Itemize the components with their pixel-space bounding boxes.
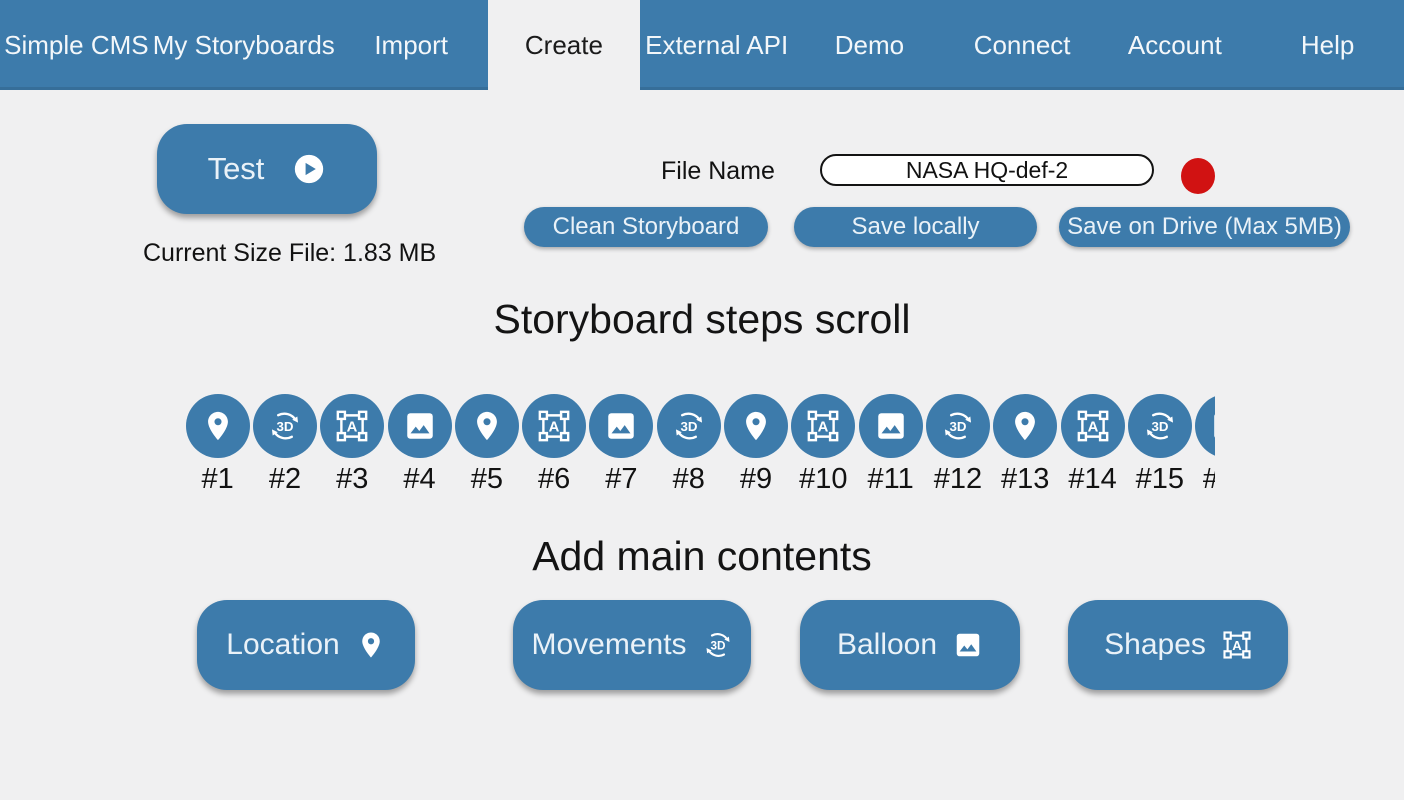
storyboard-step-9[interactable]: #9 [722,394,789,498]
location-pin-icon [356,630,386,660]
image-icon[interactable] [1195,394,1215,458]
format-shapes-icon[interactable]: A [320,394,385,458]
step-label: #15 [1135,463,1184,495]
storyboard-step-10[interactable]: A #10 [790,394,857,498]
storyboard-steps-strip[interactable]: #1 3D #2 A #3 #4 #5 A #6 #7 3D #8 #9 A #10 #11 3D #12 #13 A… [184,394,1215,498]
nav-item-account[interactable]: Account [1098,0,1252,90]
location-pin-icon[interactable] [993,394,1058,458]
storyboard-step-4[interactable]: #4 [386,394,453,498]
step-label: #16 [1203,463,1215,496]
step-label: #9 [739,463,773,495]
clean-storyboard-button[interactable]: Clean Storyboard [524,207,768,247]
svg-text:3D: 3D [949,419,966,434]
svg-text:3D: 3D [680,419,697,434]
nav-item-my-storyboards[interactable]: My Storyboards [152,0,335,90]
record-status-dot [1181,158,1215,194]
storyboard-step-1[interactable]: #1 [184,394,251,498]
step-label: #3 [336,463,369,495]
balloon-button-label: Balloon [836,628,938,661]
step-label: #12 [933,463,983,495]
step-label: #7 [605,463,638,495]
format-shapes-icon[interactable]: A [522,394,587,458]
movements-button-label: Movements [531,628,687,661]
step-label: #13 [1001,463,1050,495]
storyboard-step-8[interactable]: 3D #8 [655,394,722,498]
storyboard-step-7[interactable]: #7 [588,394,655,498]
step-label: #5 [470,463,503,495]
step-label: #11 [867,463,914,495]
image-icon [953,630,983,660]
file-name-label: File Name [661,157,775,185]
shapes-button[interactable]: Shapes A [1068,600,1288,690]
image-icon[interactable] [589,394,654,458]
svg-text:A: A [1087,420,1098,436]
nav-item-create[interactable]: Create [524,29,603,60]
storyboard-step-3[interactable]: A #3 [319,394,386,498]
format-shapes-icon[interactable]: A [791,394,856,458]
save-on-drive-button[interactable]: Save on Drive (Max 5MB) [1059,207,1350,247]
nav-item-external-api[interactable]: External API [640,0,794,90]
3d-rotation-icon[interactable]: 3D [925,394,990,458]
step-label: #10 [799,463,848,495]
nav-item-demo[interactable]: Demo [793,0,946,90]
storyboard-step-11[interactable]: #11 [857,394,924,498]
storyboard-steps-title: Storyboard steps scroll [493,296,911,342]
step-label: #1 [201,463,234,495]
shapes-button-label: Shapes [1104,628,1206,661]
image-icon[interactable] [858,394,923,458]
storyboard-step-6[interactable]: A #6 [520,394,587,498]
storyboard-step-2[interactable]: 3D #2 [251,394,318,498]
location-pin-icon[interactable] [454,394,519,458]
svg-text:A: A [347,420,358,436]
storyboard-step-14[interactable]: A #14 [1059,394,1126,498]
svg-text:3D: 3D [710,639,725,652]
top-nav: Simple CMS My Storyboards Import Create … [0,0,1404,90]
location-pin-icon[interactable] [185,394,250,458]
storyboard-step-12[interactable]: 3D #12 [924,394,991,498]
3d-rotation-icon[interactable]: 3D [1127,394,1192,458]
nav-item-simple-cms[interactable]: Simple CMS [0,0,153,90]
file-name-input[interactable] [820,154,1154,186]
save-locally-button[interactable]: Save locally [794,207,1037,247]
test-button-label: Test [207,151,265,186]
svg-text:A: A [818,420,829,436]
play-circle-icon [292,152,326,186]
svg-text:A: A [1232,638,1242,653]
nav-item-help[interactable]: Help [1251,0,1404,90]
3d-rotation-icon[interactable]: 3D [252,394,317,458]
add-main-contents-title: Add main contents [532,533,872,579]
svg-text:A: A [549,420,560,436]
3d-rotation-icon: 3D [703,630,733,660]
balloon-button[interactable]: Balloon [800,600,1020,690]
storyboard-step-5[interactable]: #5 [453,394,520,498]
step-label: #6 [538,463,571,495]
storyboard-step-16[interactable]: #16 [1193,394,1215,498]
location-button[interactable]: Location [197,600,415,690]
svg-text:3D: 3D [276,419,293,434]
step-label: #2 [268,463,302,495]
3d-rotation-icon[interactable]: 3D [656,394,721,458]
nav-item-import[interactable]: Import [334,0,488,90]
svg-text:3D: 3D [1151,419,1168,434]
step-label: #4 [403,463,436,495]
nav-item-connect[interactable]: Connect [945,0,1099,90]
image-icon[interactable] [387,394,452,458]
format-shapes-icon[interactable]: A [1060,394,1125,458]
step-label: #14 [1068,463,1117,495]
current-size-text: Current Size File: 1.83 MB [143,239,437,267]
format-shapes-icon: A [1222,630,1252,660]
test-button[interactable]: Test [157,124,377,214]
storyboard-step-15[interactable]: 3D #15 [1126,394,1193,498]
storyboard-step-13[interactable]: #13 [992,394,1059,498]
step-label: #8 [672,463,705,495]
location-pin-icon[interactable] [724,394,789,458]
movements-button[interactable]: Movements 3D [513,600,751,690]
location-button-label: Location [226,628,340,661]
